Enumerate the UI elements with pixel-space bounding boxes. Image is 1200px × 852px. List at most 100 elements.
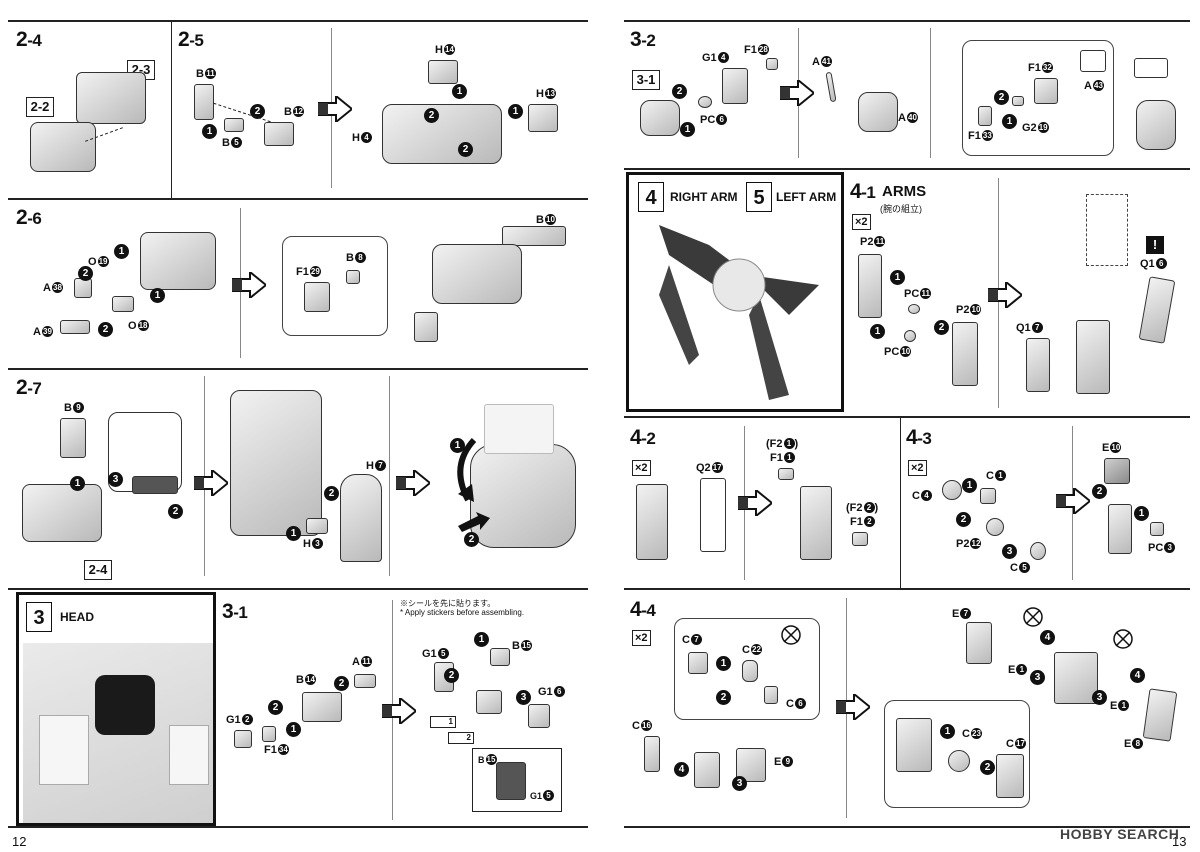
part-f11 [778,468,794,480]
step-title-arms: ARMS [882,183,927,200]
part-a41 [825,71,837,103]
step-num: 3 [108,472,123,487]
step-num: 1 [202,124,217,139]
part-antenna-final [1134,58,1168,78]
step-num: 2 [994,90,1009,105]
part-h13 [528,104,558,132]
flow-arrow-icon [194,470,228,496]
part-b5 [224,118,244,132]
step-num: 3 [1092,690,1107,705]
step-num: 2 [980,760,995,775]
part-frame-dark [132,476,178,494]
step-num: 4 [1130,668,1145,683]
flow-arrow-icon [318,96,352,122]
right-divider-row2 [624,416,1190,418]
step-num: 3 [1002,544,1017,559]
flow-arrow-icon [836,694,870,720]
part-f134 [262,726,276,742]
step-num: 2 [956,512,971,527]
part-c16 [644,736,660,772]
part-g219 [1012,96,1024,106]
step-num: 3 [1030,670,1045,685]
part-b8 [346,270,360,284]
step-num: 2 [324,486,339,501]
divider-2-7b [389,376,390,576]
section-title-head: HEAD [60,610,95,624]
step-num: 2 [934,320,949,335]
part-a43 [1080,50,1106,72]
step-num: 1 [1002,114,1017,129]
part-c5 [1030,542,1046,560]
part-h4-body [382,104,502,164]
step-num: 3 [516,690,531,705]
part-e7 [966,622,992,664]
step-num: 2 [458,142,473,157]
step-num: 2 [268,700,283,715]
part-head-final [1136,100,1176,150]
part-pc3 [1150,522,1164,536]
divider-row3 [8,588,588,590]
step-num: 1 [1134,506,1149,521]
right-bottom-border [624,826,1190,828]
part-h7 [340,474,382,562]
part-elbow-assembly [1108,504,1132,554]
head-photo-shoulder [39,715,89,785]
divider-row1 [8,198,588,200]
part-b15 [490,648,510,666]
part-arm-assembly [1076,320,1110,394]
part-2-2-assembly [30,122,96,172]
part-b10 [502,226,566,246]
step-num: 2 [250,104,265,119]
section-title-left-arm: LEFT ARM [776,190,837,204]
step-label-2-7: 2-7 [16,376,42,399]
part-arm-42 [636,484,668,560]
part-a38 [74,278,92,298]
part-rotated-assembly [470,444,576,548]
flow-arrow-icon [396,470,430,496]
part-b9 [60,418,86,458]
no-glue-icon [1113,629,1133,649]
right-divider-row1 [624,168,1190,170]
section-3-head [16,592,216,826]
part-b14 [302,692,342,722]
step-num: 1 [716,656,731,671]
left-top-border [8,20,588,22]
divider-3-2b [930,28,931,158]
part-c4 [942,480,962,500]
detail-box-f1-b8 [282,236,388,336]
detail-box-stickered [472,748,562,812]
step-num: 1 [870,324,885,339]
step-num: 1 [508,104,523,119]
divider-2-4 [171,20,172,198]
step-num: 4 [1040,630,1055,645]
no-glue-icon [1023,607,1043,627]
divider-row2 [8,368,588,370]
multiplier-x2: ×2 [852,214,871,230]
part-p211 [858,254,882,318]
part-g12 [234,730,252,748]
step-num: 1 [150,288,165,303]
